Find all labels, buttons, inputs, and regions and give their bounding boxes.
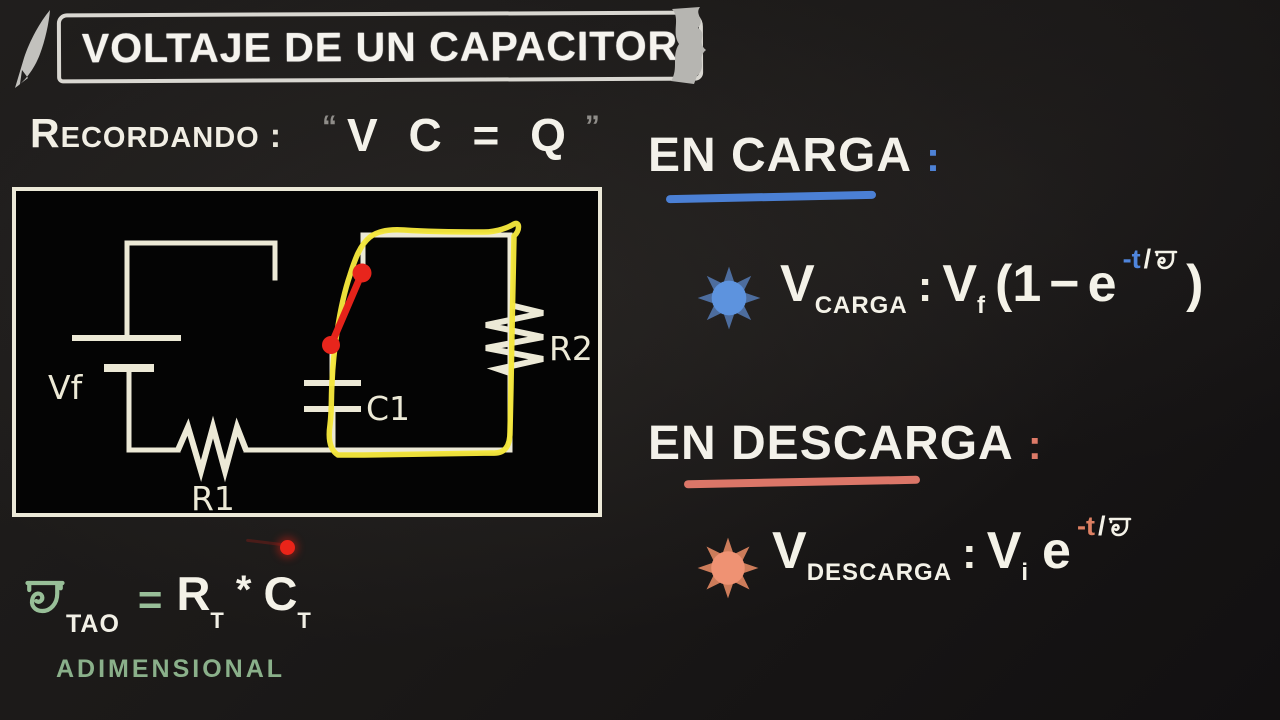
charge-exp-slash: / [1143,244,1152,274]
tau-c-sub: T [297,608,311,633]
discharge-exp-slash: / [1097,511,1106,541]
discharge-exponent: -t / [1077,513,1133,540]
wires [124,232,513,453]
charge-v-sub: CARGA [814,292,908,319]
discharge-vi: V [986,522,1022,580]
charge-heading: EN CARGA : [648,128,941,183]
charge-open-paren: (1 [995,255,1042,313]
tau-subscript: TAO [66,610,120,638]
charge-v: V [780,255,815,313]
discharge-heading-text: EN DESCARGA [648,417,1014,470]
charge-minus: − [1049,255,1080,313]
close-quote: ” [584,110,600,143]
switch-icon [322,263,372,354]
tau-c: C [263,567,298,620]
circuit-diagram: Vf C1 R1 R2 [48,220,593,517]
recall-row: Recordando : [30,110,281,157]
page-title: VOLTAJE DE UN CAPACITOR [81,22,679,71]
recall-label: Recordando [30,110,260,156]
charge-heading-colon: : [926,133,942,180]
discharge-heading: EN DESCARGA : [648,416,1043,471]
battery-icon [72,335,181,372]
tau-icon [1109,517,1132,536]
discharge-v: V [772,522,807,580]
resistor-r2-label: R2 [549,329,593,368]
discharge-formula: V DESCARGA : V i e -t / [772,513,1132,585]
brush-blob-right-icon [671,7,706,84]
recall-formula: “ V C = Q ” [322,108,600,162]
discharge-heading-colon: : [1027,421,1043,468]
tau-definition: TAO = R T * C T [24,567,311,638]
sun-icon-charge [697,266,761,330]
charge-vf-sub: f [977,292,986,319]
discharge-e: e [1042,522,1071,580]
charge-exponent: -t / [1123,246,1179,273]
recall-expression: V C = Q [347,109,575,161]
recall-colon: : [269,117,282,155]
discharge-vi-sub: i [1021,559,1029,586]
resistor-r1-icon [175,415,249,483]
laser-streak [245,538,285,547]
discharge-underline [683,475,921,489]
tau-r: R [176,567,211,620]
charge-heading-text: EN CARGA [648,129,913,182]
charge-exp-t: -t [1122,244,1141,274]
capacitor-label: C1 [366,389,410,428]
charge-sep: : [917,262,933,311]
charge-close-paren: ) [1186,255,1204,313]
tau-icon [1154,250,1178,269]
adimensional-note: ADIMENSIONAL [56,655,286,683]
charge-formula: V CARGA : V f (1 − e -t / ) [780,246,1204,318]
laser-pointer-dot [280,540,295,555]
title-banner: VOLTAJE DE UN CAPACITOR [56,10,704,84]
circuit-diagram-panel: Vf C1 R1 R2 [12,187,602,517]
discharge-sep: : [962,529,977,578]
charge-vf: V [942,255,978,313]
charge-underline [665,190,877,204]
resistor-r1-label: R1 [191,479,235,517]
sun-icon-discharge [697,537,759,599]
tau-icon [25,580,65,614]
open-quote: “ [322,110,337,143]
discharge-v-sub: DESCARGA [806,559,953,586]
charge-e: e [1087,255,1117,313]
source-label: Vf [48,368,84,407]
brush-stroke-left-icon [15,10,50,88]
discharge-loop-highlight [326,220,522,458]
discharge-exp-t: -t [1076,511,1095,541]
tau-r-sub: T [210,608,224,633]
tau-star: * [235,568,252,612]
tau-equals: = [137,576,163,623]
